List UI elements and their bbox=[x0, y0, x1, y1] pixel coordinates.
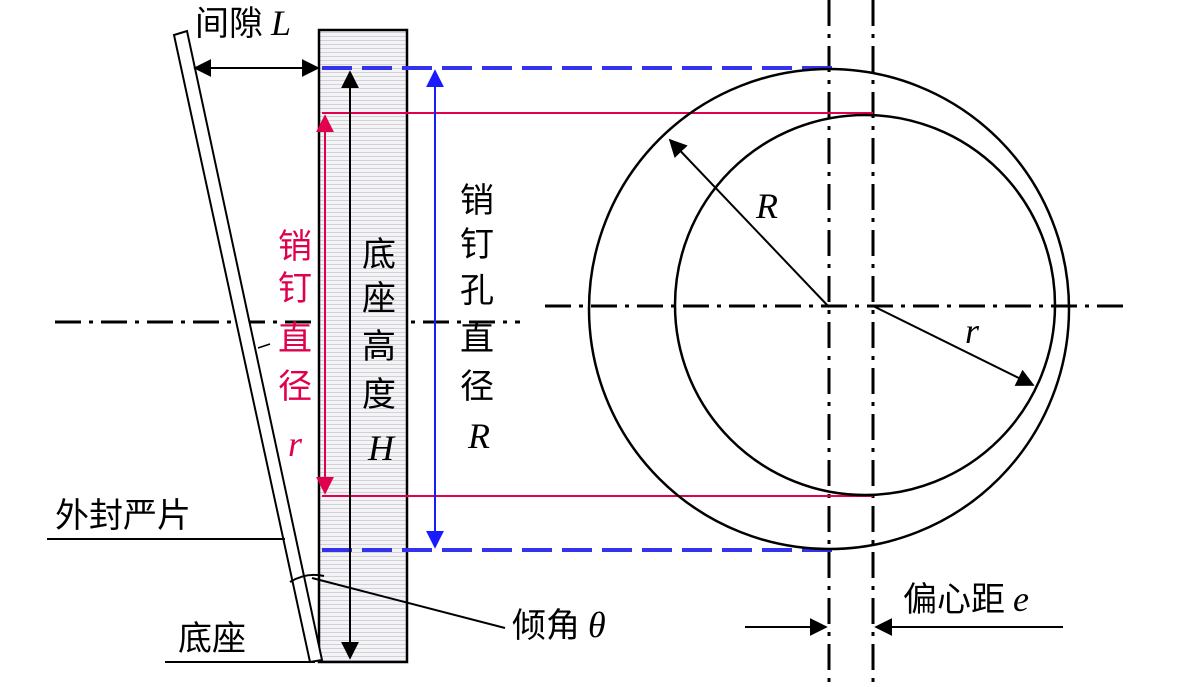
seal-tick bbox=[257, 343, 271, 349]
svg-text:钉: 钉 bbox=[460, 225, 494, 265]
svg-text:径: 径 bbox=[460, 367, 494, 407]
svg-text:H: H bbox=[367, 428, 396, 468]
tilt-leader bbox=[311, 577, 506, 629]
radius-r-arrow bbox=[872, 305, 1035, 386]
tilt-angle-arc bbox=[289, 573, 325, 583]
pin-diameter-label: 销 钉 直 径 r bbox=[278, 227, 312, 464]
svg-text:销: 销 bbox=[460, 181, 494, 221]
outer-seal-label: 外封严片 bbox=[55, 496, 191, 536]
base-label: 底座 bbox=[178, 619, 246, 659]
svg-text:钉: 钉 bbox=[278, 269, 312, 309]
svg-text:直: 直 bbox=[460, 319, 494, 359]
pin-hole-circle bbox=[587, 67, 1071, 551]
svg-text:度: 度 bbox=[362, 375, 396, 415]
svg-text:销: 销 bbox=[278, 227, 312, 267]
pin-circle bbox=[673, 113, 1057, 497]
circle-R-label: R bbox=[755, 186, 778, 226]
pin-hole-label: 销 钉 孔 直 径 R bbox=[460, 181, 494, 456]
svg-text:底: 底 bbox=[362, 235, 396, 275]
svg-text:径: 径 bbox=[278, 367, 312, 407]
radius-R-arrow bbox=[668, 138, 830, 308]
svg-text:直: 直 bbox=[278, 319, 312, 359]
svg-text:孔: 孔 bbox=[460, 271, 494, 311]
svg-text:R: R bbox=[467, 416, 490, 456]
base-height-label: 底 座 高 度 H bbox=[362, 235, 396, 468]
circle-r-label: r bbox=[965, 311, 980, 351]
svg-text:高: 高 bbox=[362, 327, 396, 367]
svg-text:座: 座 bbox=[362, 279, 396, 319]
outer-seal-plate bbox=[172, 29, 324, 664]
svg-text:r: r bbox=[288, 424, 303, 464]
